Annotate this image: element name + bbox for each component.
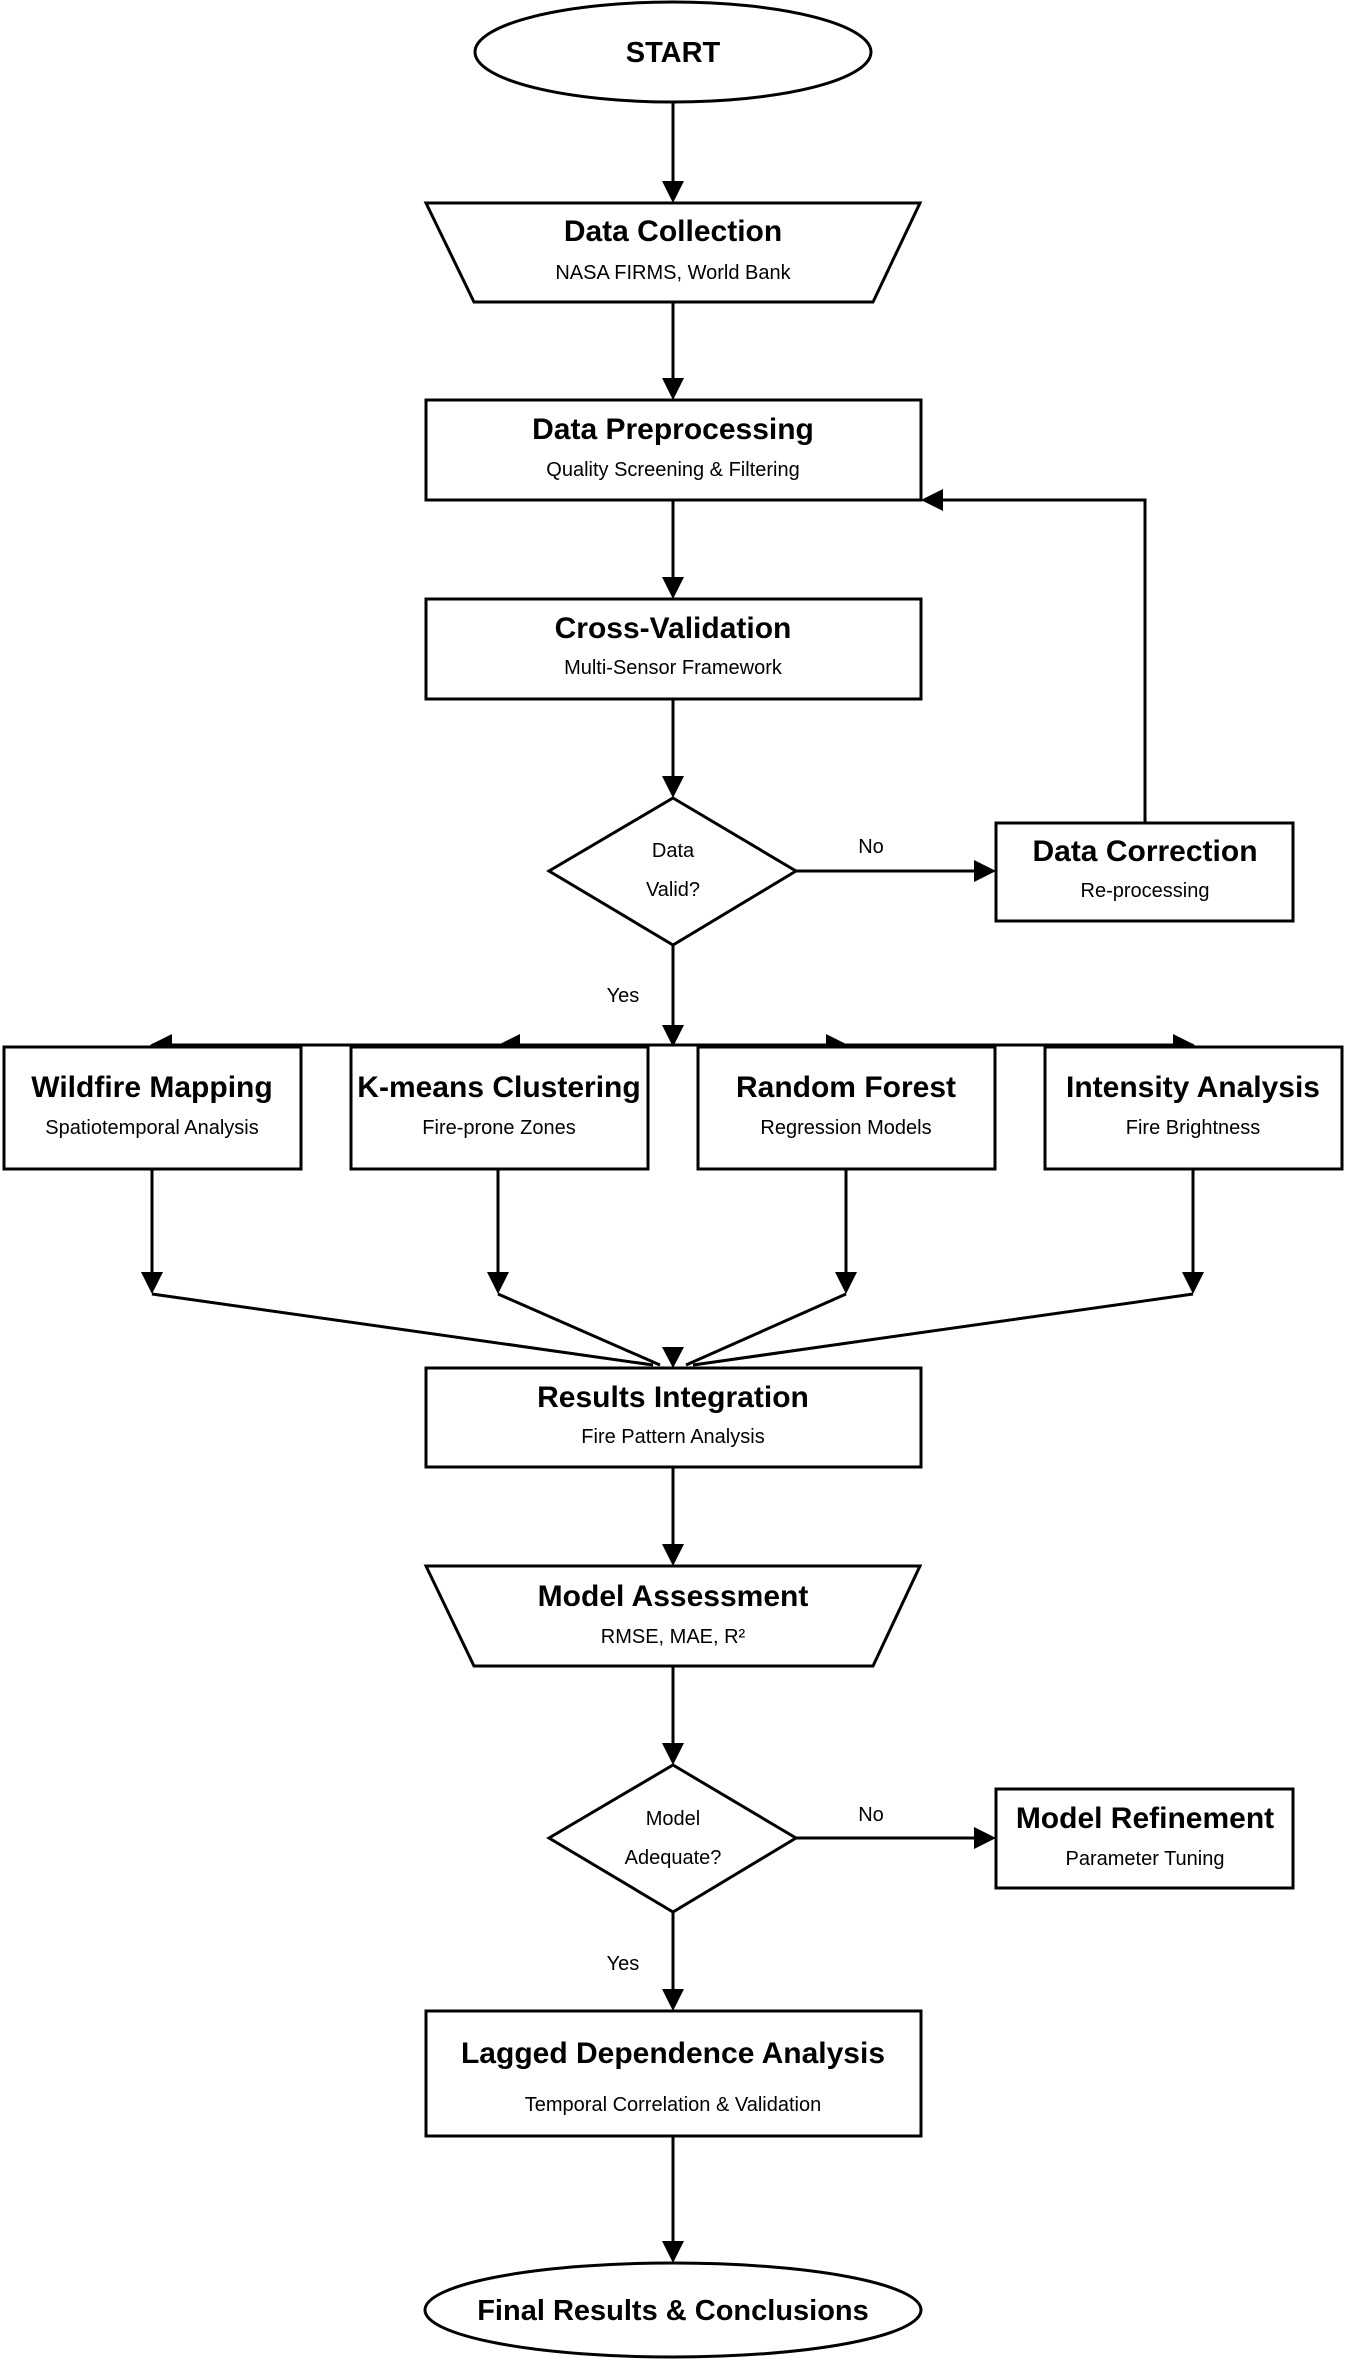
wildfire-mapping-title: Wildfire Mapping [31,1071,272,1104]
edge-merge-intensity [692,1292,1194,1367]
kmeans-clustering-title: K-means Clustering [357,1071,640,1104]
model-adequate-yes-label: Yes [607,1953,640,1975]
data-correction-title: Data Correction [1032,835,1257,868]
data-valid-no-label: No [858,836,884,858]
arrowhead [662,776,684,798]
data-collection-node: Data Collection NASA FIRMS, World Bank [423,201,923,304]
edge-merge-mapping [151,1292,654,1367]
wildfire-mapping-subtitle: Spatiotemporal Analysis [45,1117,258,1139]
data-preprocessing-subtitle: Quality Screening & Filtering [546,459,799,481]
final-node: Final Results & Conclusions [423,2261,923,2359]
cross-validation-node: Cross-Validation Multi-Sensor Framework [424,597,923,701]
start-label: START [626,37,721,69]
arrowhead [974,860,996,882]
arrowhead [662,577,684,599]
data-collection-subtitle: NASA FIRMS, World Bank [555,262,791,284]
kmeans-clustering-subtitle: Fire-prone Zones [422,1117,575,1139]
model-adequate-decision: Model Adequate? [546,1763,799,1914]
intensity-analysis-subtitle: Fire Brightness [1126,1117,1261,1139]
start-node: START [473,0,873,104]
lagged-analysis-node: Lagged Dependence Analysis Temporal Corr… [424,2009,923,2138]
arrowhead [662,378,684,400]
edge-merge-clustering [497,1292,661,1367]
edge-correction-loop-to-preprocessing [943,498,1147,823]
arrowhead [921,489,943,511]
random-forest-title: Random Forest [736,1071,956,1104]
arrowhead [141,1272,163,1294]
wildfire-mapping-node: Wildfire Mapping Spatiotemporal Analysis [2,1045,303,1171]
intensity-analysis-title: Intensity Analysis [1066,1071,1320,1104]
data-valid-line1: Data [652,840,695,862]
lagged-analysis-title: Lagged Dependence Analysis [461,2037,885,2070]
data-valid-line2: Valid? [646,879,700,901]
data-preprocessing-title: Data Preprocessing [532,413,814,446]
results-integration-title: Results Integration [537,1381,809,1414]
arrowhead [662,2241,684,2263]
edge-merge-forest [685,1292,847,1367]
cross-validation-title: Cross-Validation [555,612,792,645]
connectors [141,103,1204,2263]
arrowhead [835,1272,857,1294]
data-valid-yes-label: Yes [607,985,640,1007]
data-correction-node: Data Correction Re-processing [994,821,1295,923]
arrowhead [487,1272,509,1294]
final-label: Final Results & Conclusions [477,2295,869,2327]
data-collection-title: Data Collection [564,215,782,248]
kmeans-clustering-node: K-means Clustering Fire-prone Zones [349,1045,650,1171]
random-forest-subtitle: Regression Models [760,1117,931,1139]
model-refinement-title: Model Refinement [1016,1802,1274,1835]
cross-validation-subtitle: Multi-Sensor Framework [564,657,783,679]
arrowhead [662,181,684,203]
results-integration-node: Results Integration Fire Pattern Analysi… [424,1366,923,1469]
arrowhead [1182,1272,1204,1294]
model-assessment-node: Model Assessment RMSE, MAE, R² [423,1564,923,1668]
results-integration-subtitle: Fire Pattern Analysis [581,1426,764,1448]
model-assessment-subtitle: RMSE, MAE, R² [601,1626,746,1648]
model-adequate-line2: Adequate? [625,1847,722,1869]
arrowhead [974,1827,996,1849]
model-assessment-title: Model Assessment [538,1580,809,1613]
intensity-analysis-node: Intensity Analysis Fire Brightness [1043,1045,1344,1171]
data-valid-decision: Data Valid? [546,796,799,947]
data-correction-subtitle: Re-processing [1081,880,1210,902]
arrowhead [662,1743,684,1765]
model-adequate-line1: Model [646,1808,700,1830]
model-refinement-node: Model Refinement Parameter Tuning [994,1787,1295,1890]
model-adequate-no-label: No [858,1804,884,1826]
model-refinement-subtitle: Parameter Tuning [1066,1848,1225,1870]
random-forest-node: Random Forest Regression Models [696,1045,997,1171]
arrowhead [662,1989,684,2011]
arrowhead [662,1544,684,1566]
data-preprocessing-node: Data Preprocessing Quality Screening & F… [424,398,923,502]
lagged-analysis-subtitle: Temporal Correlation & Validation [525,2094,821,2116]
arrowhead [662,1347,684,1368]
arrowhead [662,1025,684,1047]
